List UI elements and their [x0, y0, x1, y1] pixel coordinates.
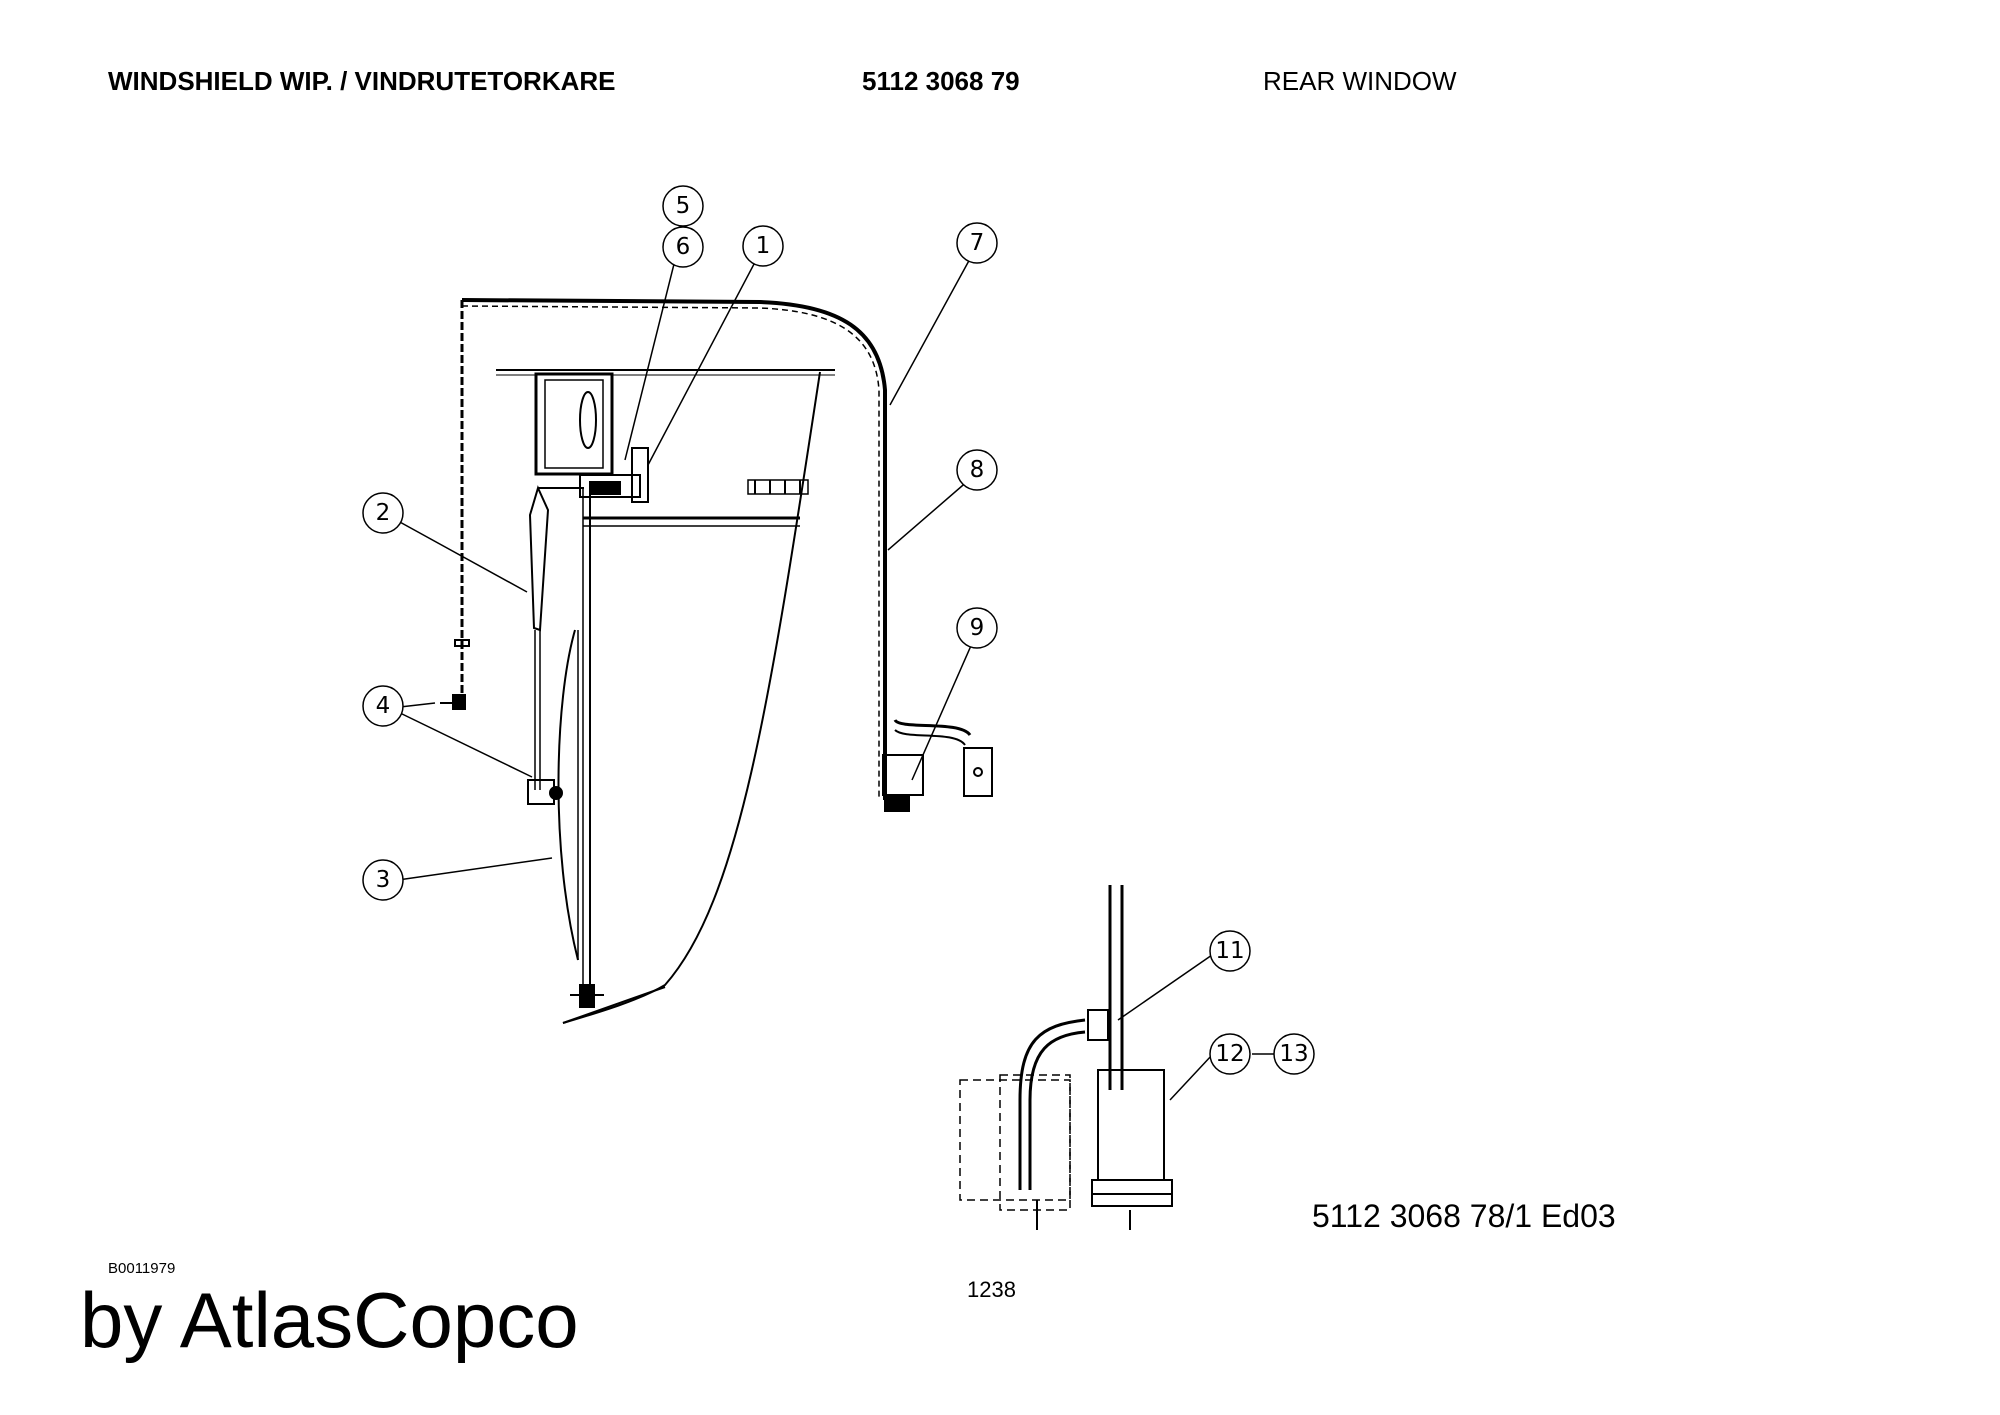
wiper-arm: [528, 485, 550, 632]
callout-12: 12: [1215, 1041, 1244, 1067]
window-outline: [562, 371, 821, 1024]
callout-8: 8: [970, 457, 985, 483]
callout-2: 2: [376, 500, 391, 526]
callout-13: 13: [1279, 1041, 1308, 1067]
callout-11: 11: [1215, 938, 1244, 964]
part-number: 5112 3068 79: [862, 66, 1020, 96]
window-bottom: [562, 986, 666, 1024]
image-code: B0011979: [108, 1260, 176, 1277]
motor-housing: [534, 372, 614, 476]
view-label: REAR WINDOW: [1263, 66, 1457, 96]
callout-9: 9: [970, 615, 985, 641]
drawing-reference: 5112 3068 78/1 Ed03: [1312, 1198, 1616, 1234]
callout-1: 1: [756, 233, 771, 259]
wiper-blade: [557, 629, 579, 961]
callout-6: 6: [676, 234, 691, 260]
page-number: 1238: [967, 1277, 1016, 1302]
brand-label: by AtlasCopco: [80, 1276, 579, 1364]
page-title: WINDSHIELD WIP. / VINDRUTETORKARE: [108, 66, 616, 96]
washer-hose: [461, 298, 887, 800]
callout-3: 3: [376, 867, 391, 893]
callout-7: 7: [970, 230, 985, 256]
reservoir-outline: [959, 1079, 1071, 1201]
callout-5: 5: [676, 193, 691, 219]
callout-4: 4: [376, 693, 391, 719]
pump-body: [1097, 1069, 1165, 1181]
